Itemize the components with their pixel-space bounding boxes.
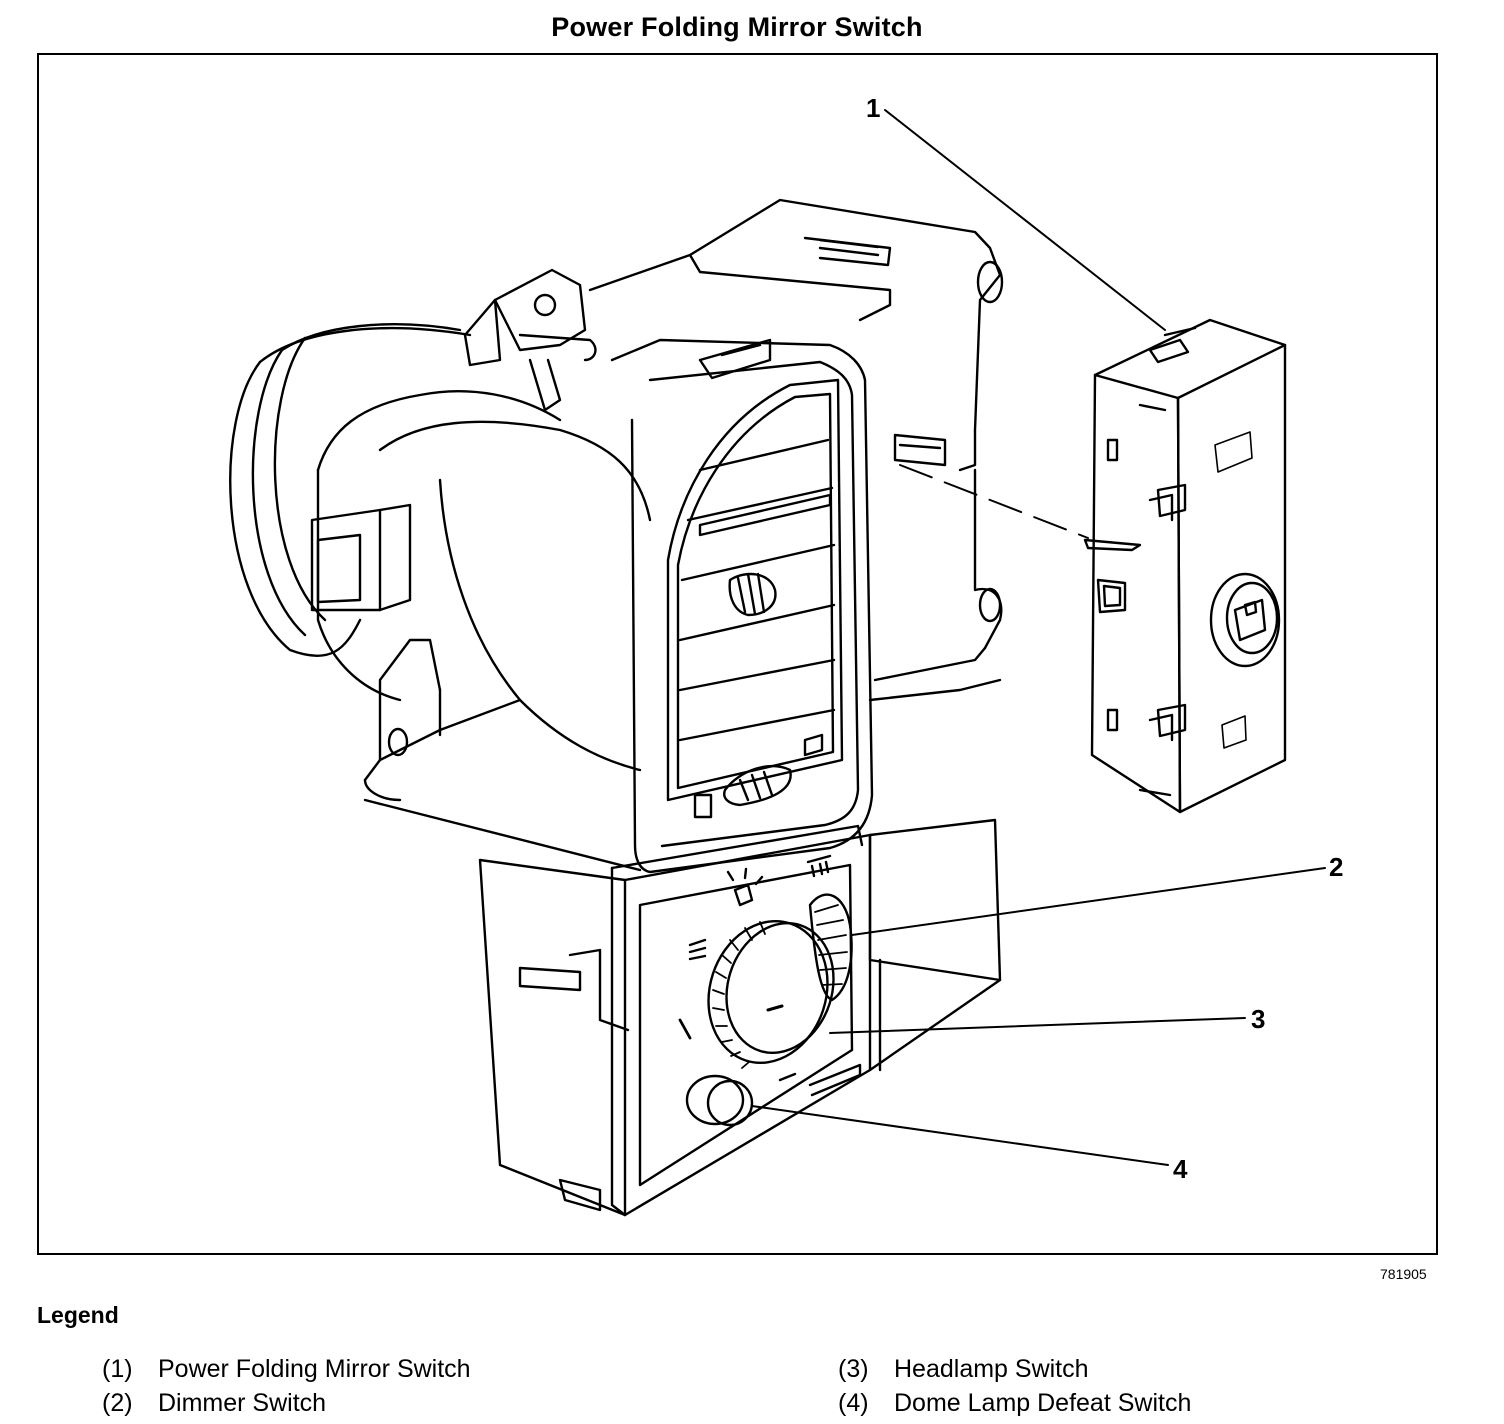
- leader-line-2: [851, 867, 1326, 936]
- legend-column-right: (3) Headlamp Switch (4) Dome Lamp Defeat…: [838, 1352, 1191, 1420]
- legend-label: Headlamp Switch: [894, 1355, 1089, 1383]
- leader-line-4: [751, 1105, 1169, 1166]
- legend-column-left: (1) Power Folding Mirror Switch (2) Dimm…: [102, 1352, 471, 1420]
- power-folding-mirror-switch-part: [1083, 318, 1287, 814]
- callout-1: 1: [866, 93, 880, 123]
- callout-4: 4: [1173, 1154, 1188, 1184]
- legend-number: (4): [838, 1389, 869, 1417]
- legend-item: (4) Dome Lamp Defeat Switch: [838, 1386, 1191, 1420]
- headlamp-switch-panel: [478, 818, 1002, 1217]
- legend-label: Dome Lamp Defeat Switch: [894, 1389, 1192, 1417]
- diagram-frame: [37, 53, 1438, 1255]
- legend-item: (2) Dimmer Switch: [102, 1386, 471, 1420]
- leader-line-3: [829, 1017, 1246, 1034]
- legend-number: (2): [102, 1389, 133, 1417]
- legend-label: Power Folding Mirror Switch: [158, 1355, 471, 1383]
- alignment-dashed-line: [899, 464, 1089, 539]
- legend-item: (1) Power Folding Mirror Switch: [102, 1352, 471, 1386]
- figure-id: 781905: [1380, 1266, 1427, 1282]
- legend-heading: Legend: [37, 1302, 119, 1328]
- callout-2: 2: [1329, 852, 1343, 882]
- legend-item: (3) Headlamp Switch: [838, 1352, 1191, 1386]
- air-vent-assembly: [229, 198, 1004, 874]
- legend-label: Dimmer Switch: [158, 1389, 327, 1417]
- diagram-title: Power Folding Mirror Switch: [551, 12, 923, 42]
- callout-leaders: [751, 109, 1326, 1166]
- callout-3: 3: [1251, 1004, 1265, 1034]
- leader-line-1: [884, 109, 1166, 331]
- legend-number: (3): [838, 1355, 869, 1383]
- legend-number: (1): [102, 1355, 133, 1383]
